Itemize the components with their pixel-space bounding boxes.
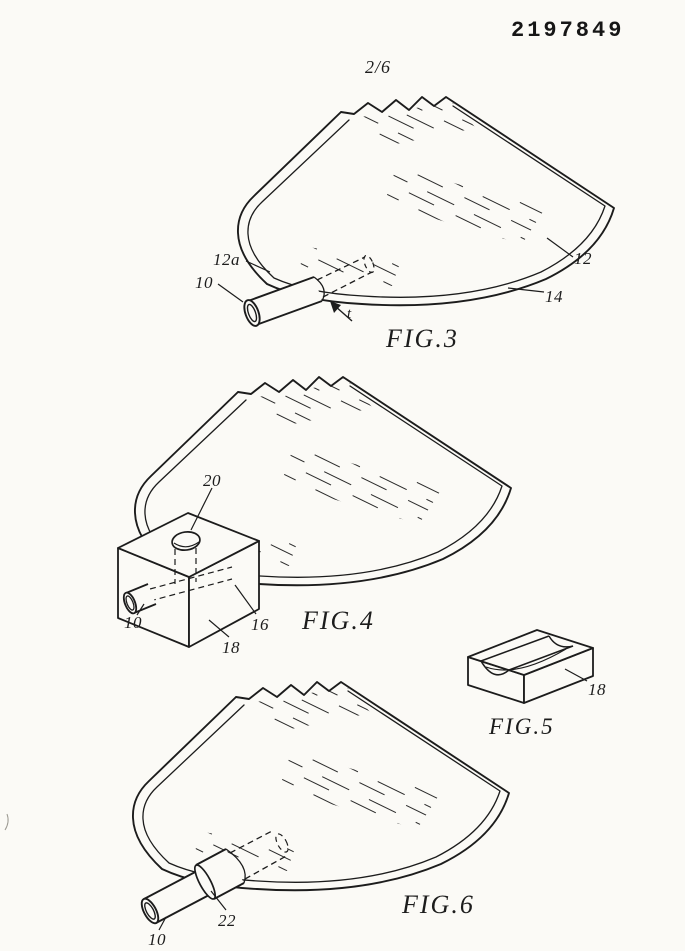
fig3-leader-lines	[217, 237, 574, 303]
ref-label-10-fig6: 10	[148, 930, 166, 949]
ref-label-18-fig5: 18	[588, 680, 606, 699]
sheet-number: 2/6	[365, 57, 392, 77]
ref-label-14: 14	[545, 287, 563, 306]
ref-label-20: 20	[203, 471, 221, 490]
fig4-connector-block-drawing	[117, 512, 260, 648]
fig4-tube-drawing	[122, 583, 157, 615]
fig3-drawing	[217, 96, 615, 327]
tube-open-end	[140, 897, 160, 925]
ref-label-18-fig4: 18	[222, 638, 240, 657]
fig5-block-drawing	[467, 629, 594, 704]
stray-mark	[4, 813, 9, 831]
ref-label-10-fig4: 10	[124, 613, 142, 632]
fig3-arrow	[330, 301, 353, 322]
block-groove	[480, 635, 574, 676]
arrowhead-icon	[330, 301, 341, 313]
block-hidden-channels	[149, 548, 233, 602]
collar-end	[193, 864, 217, 900]
fig4-leader-lines	[136, 487, 257, 638]
fig3-tube-drawing	[243, 254, 375, 327]
ref-label-22: 22	[218, 911, 236, 930]
fig5-leader-lines	[564, 668, 588, 682]
ref-label-12: 12	[574, 249, 592, 268]
arrow-letter: t	[347, 306, 352, 322]
ref-label-16: 16	[251, 615, 269, 634]
fig6-tube-drawing	[140, 830, 289, 925]
fig5-drawing	[467, 629, 594, 704]
fig3-caption: FIG.3	[386, 324, 459, 353]
fig6-caption: FIG.6	[402, 890, 475, 919]
patent-number: 2197849	[511, 18, 625, 43]
ref-label-12a: 12a	[213, 250, 240, 269]
ref-label-10-fig3: 10	[195, 273, 213, 292]
fig5-caption: FIG.5	[489, 714, 555, 739]
fig4-caption: FIG.4	[302, 606, 375, 635]
fig6-leader-lines	[158, 890, 227, 931]
fig4-drawing	[117, 376, 512, 648]
fig6-drawing	[131, 681, 510, 931]
